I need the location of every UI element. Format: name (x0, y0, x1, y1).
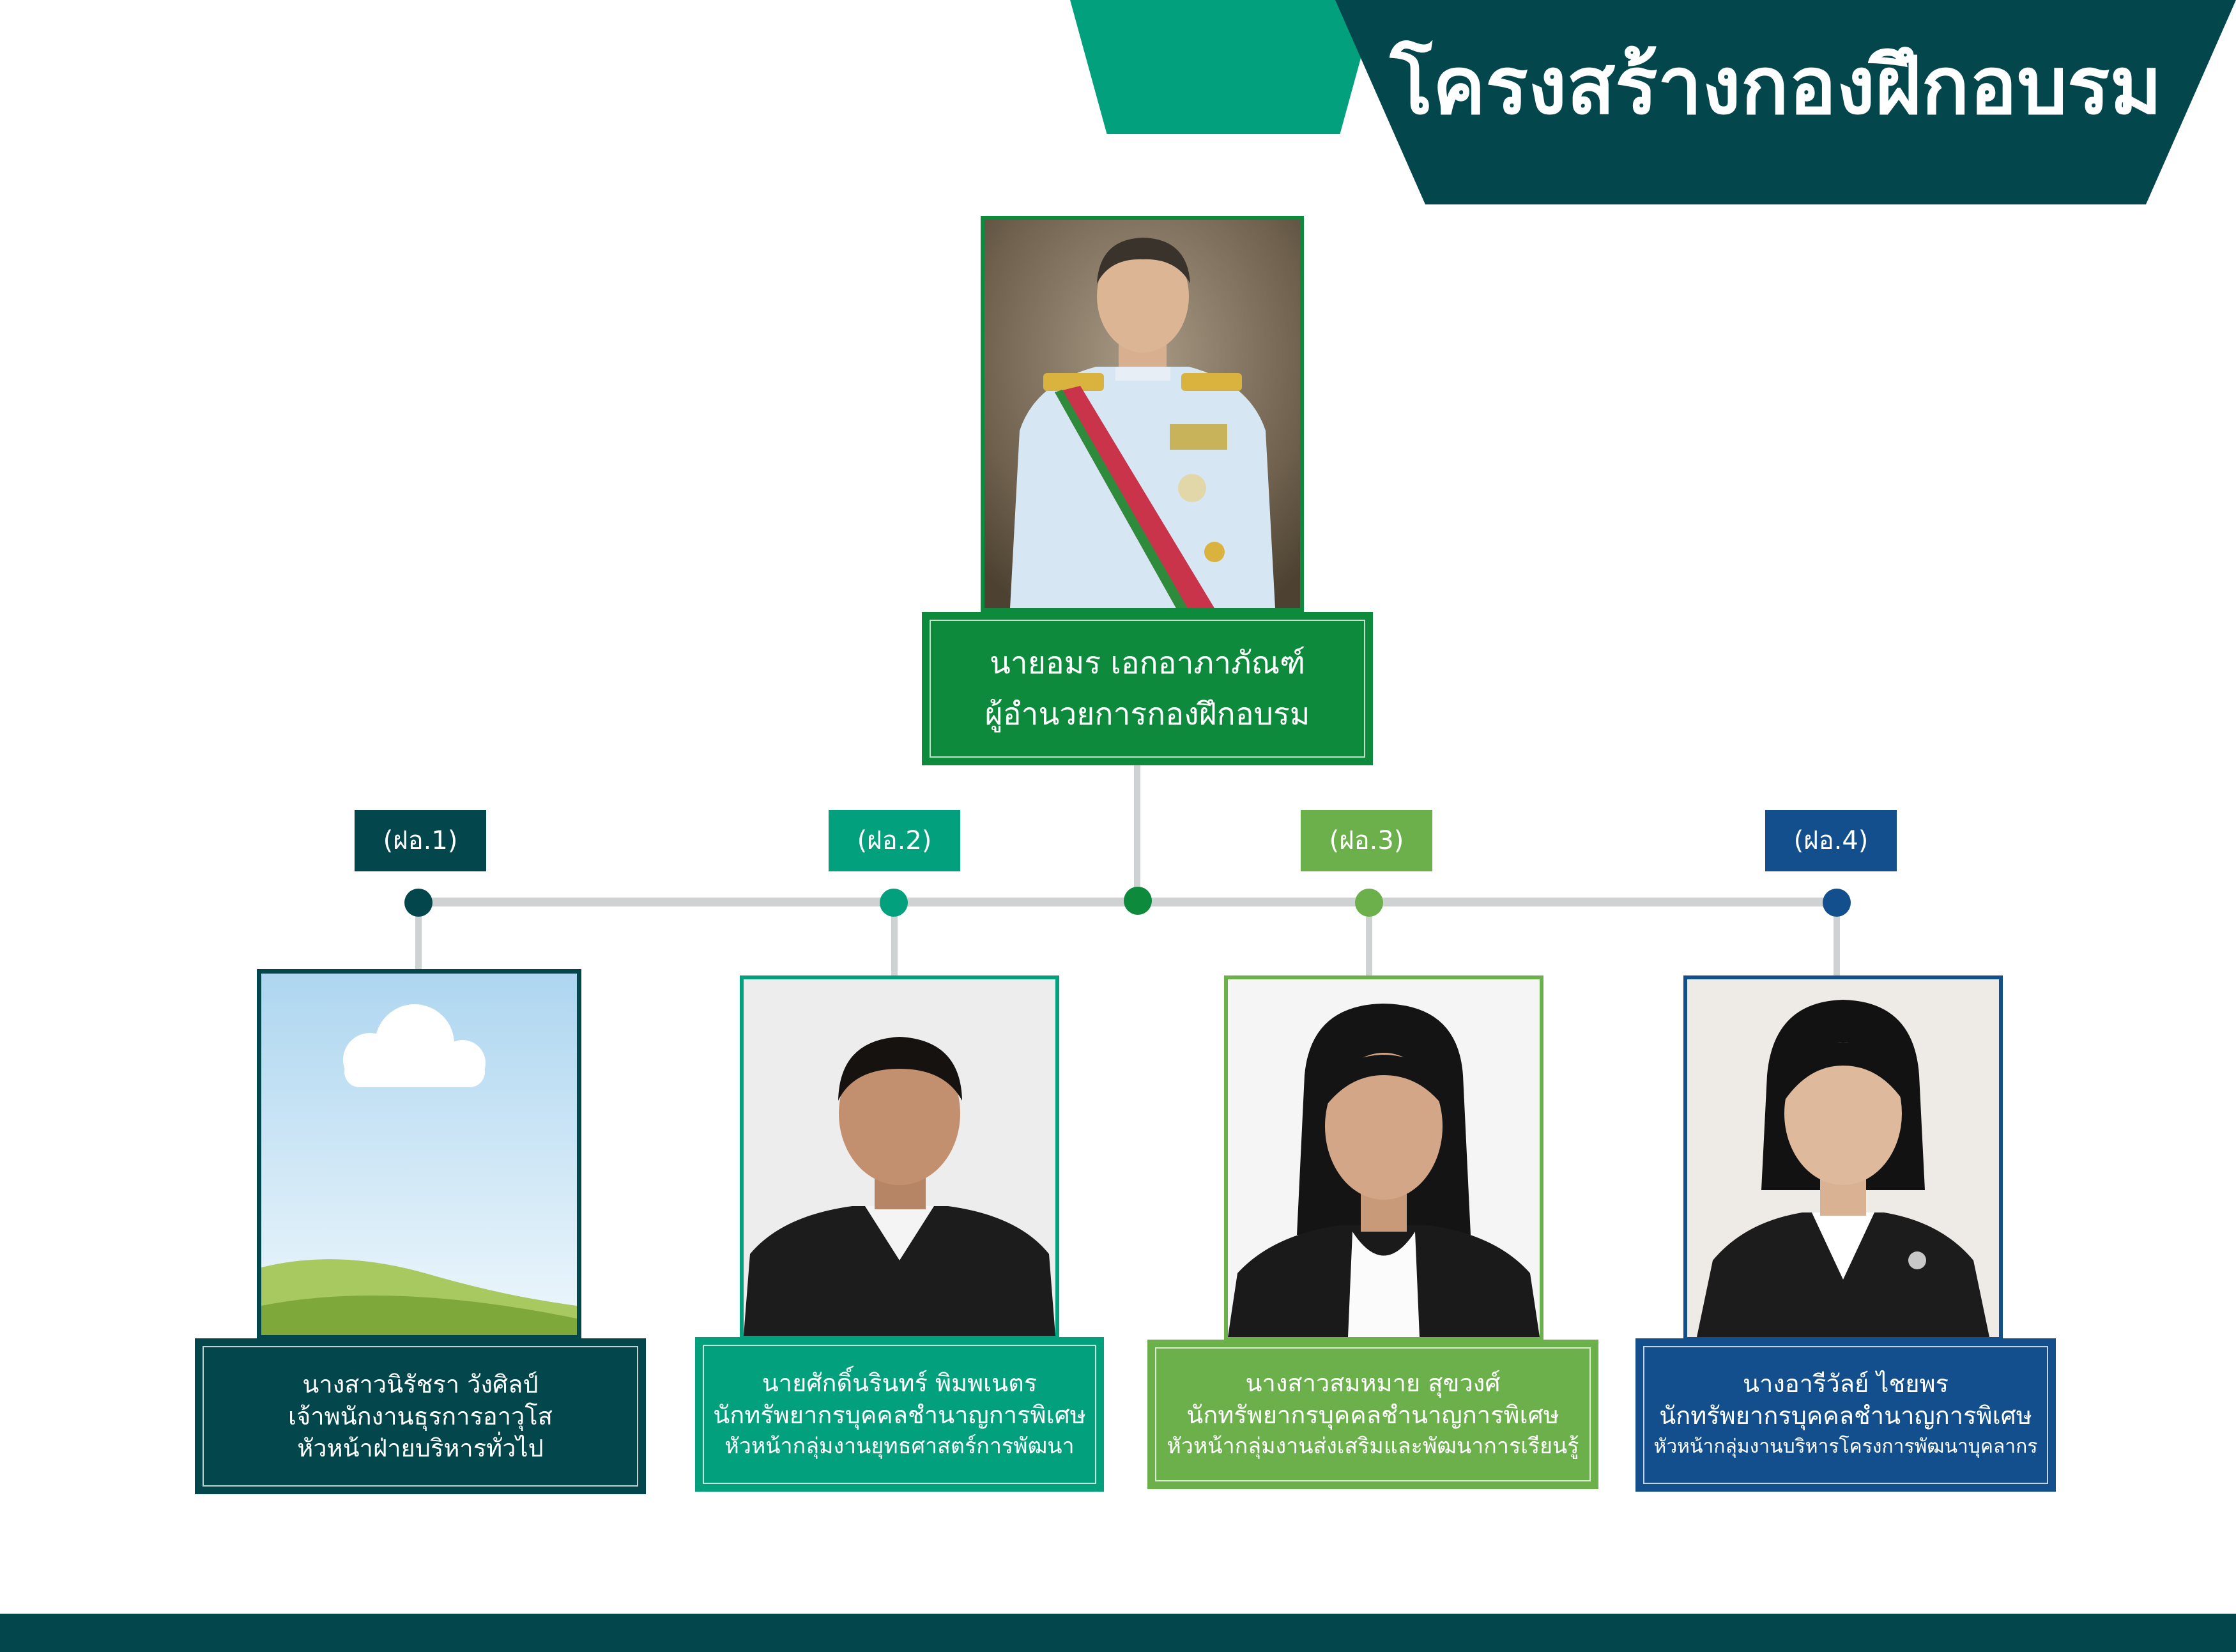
division-tag-1: (ฝอ.1) (355, 810, 486, 871)
node-dot-director (1124, 887, 1152, 915)
division-tag-2: (ฝอ.2) (829, 810, 960, 871)
division-1-name: นางสาวนิรัชรา วังศิลป์ (302, 1370, 539, 1398)
division-4-position: นักทรัพยากรบุคคลชำนาญการพิเศษ (1659, 1402, 2032, 1430)
footer-bar (0, 1614, 2236, 1652)
division-1-photo (257, 969, 581, 1340)
node-dot-div1 (404, 889, 433, 917)
division-3-name: นางสาวสมหมาย สุขวงศ์ (1245, 1369, 1501, 1397)
division-tag-4: (ฝอ.4) (1765, 810, 1897, 871)
division-3-position: นักทรัพยากรบุคคลชำนาญการพิเศษ (1186, 1401, 1559, 1429)
page-title: โครงสร้างกองฝึกอบรม (1390, 40, 2163, 132)
header-banner (1335, 0, 2236, 204)
director-connector (1134, 763, 1140, 904)
director-position: ผู้อำนวยการกองฝึกอบรม (984, 696, 1310, 732)
division-3-role: หัวหน้ากลุ่มงานส่งเสริมและพัฒนาการเรียนร… (1167, 1434, 1579, 1459)
director-photo (981, 216, 1304, 612)
node-dot-div3 (1355, 889, 1383, 917)
division-2-name: นายศักดิ์นรินทร์ พิมพเนตร (762, 1369, 1038, 1397)
node-dot-div2 (880, 889, 908, 917)
header-accent-shape (1070, 0, 1377, 134)
node-dot-div4 (1823, 889, 1851, 917)
division-2-position: นักทรัพยากรบุคคลชำนาญการพิเศษ (713, 1401, 1086, 1429)
division-2-role: หัวหน้ากลุ่มงานยุทธศาสตร์การพัฒนา (724, 1434, 1075, 1459)
division-3-photo (1224, 975, 1543, 1341)
division-2-name-box: นายศักดิ์นรินทร์ พิมพเนตร นักทรัพยากรบุค… (695, 1337, 1104, 1492)
director-name: นายอมร เอกอาภาภัณฑ์ (989, 645, 1306, 681)
division-4-name-box: นางอารีวัลย์ ไชยพร นักทรัพยากรบุคคลชำนาญ… (1635, 1338, 2056, 1492)
division-1-position: เจ้าพนักงานธุรการอาวุโส (288, 1402, 553, 1430)
division-1-name-box: นางสาวนิรัชรา วังศิลป์ เจ้าพนักงานธุรการ… (195, 1338, 646, 1494)
division-4-role: หัวหน้ากลุ่มงานบริหารโครงการพัฒนาบุคลากร (1653, 1435, 2038, 1458)
connector-div2 (891, 902, 898, 977)
connector-div1 (415, 902, 422, 971)
connector-div4 (1834, 902, 1840, 977)
division-tag-3: (ฝอ.3) (1301, 810, 1432, 871)
division-4-name: นางอารีวัลย์ ไชยพร (1742, 1370, 1949, 1398)
division-4-photo (1683, 975, 2003, 1341)
cloud-icon (343, 1004, 486, 1087)
connector-div3 (1366, 902, 1372, 977)
director-name-box: นายอมร เอกอาภาภัณฑ์ ผู้อำนวยการกองฝึกอบร… (922, 612, 1373, 765)
division-1-role: หัวหน้าฝ่ายบริหารทั่วไป (297, 1434, 544, 1462)
division-3-name-box: นางสาวสมหมาย สุขวงศ์ นักทรัพยากรบุคคลชำน… (1147, 1340, 1598, 1489)
division-2-photo (740, 975, 1059, 1340)
